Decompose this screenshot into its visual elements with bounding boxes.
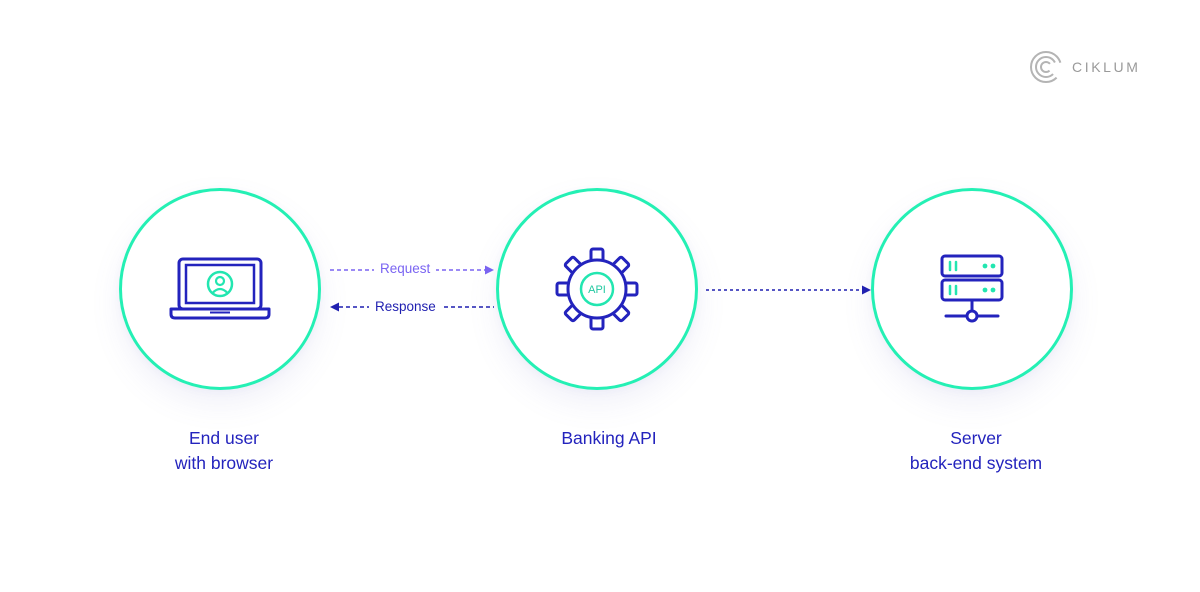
end-user-label: End user with browser xyxy=(104,426,344,476)
brand-name: CIKLUM xyxy=(1072,59,1141,75)
server-label: Server back-end system xyxy=(856,426,1096,476)
banking-api-label-line1: Banking API xyxy=(561,428,657,448)
api-to-server-arrow xyxy=(706,285,871,295)
server-node xyxy=(871,188,1073,390)
banking-api-label: Banking API xyxy=(489,426,729,451)
server-label-line1: Server xyxy=(950,428,1002,448)
laptop-user-icon xyxy=(169,257,271,320)
ciklum-logo-icon xyxy=(1030,51,1062,83)
response-label: Response xyxy=(369,299,442,315)
gear-api-icon: API xyxy=(555,247,639,331)
brand-logo: CIKLUM xyxy=(1029,50,1141,84)
server-label-line2: back-end system xyxy=(909,453,1043,473)
end-user-node xyxy=(119,188,321,390)
end-user-label-line1: End user xyxy=(188,428,260,448)
api-icon-text: API xyxy=(588,284,606,296)
banking-api-node: API xyxy=(496,188,698,390)
request-label: Request xyxy=(374,261,437,277)
server-icon xyxy=(940,254,1004,323)
end-user-label-line2: with browser xyxy=(174,453,274,473)
